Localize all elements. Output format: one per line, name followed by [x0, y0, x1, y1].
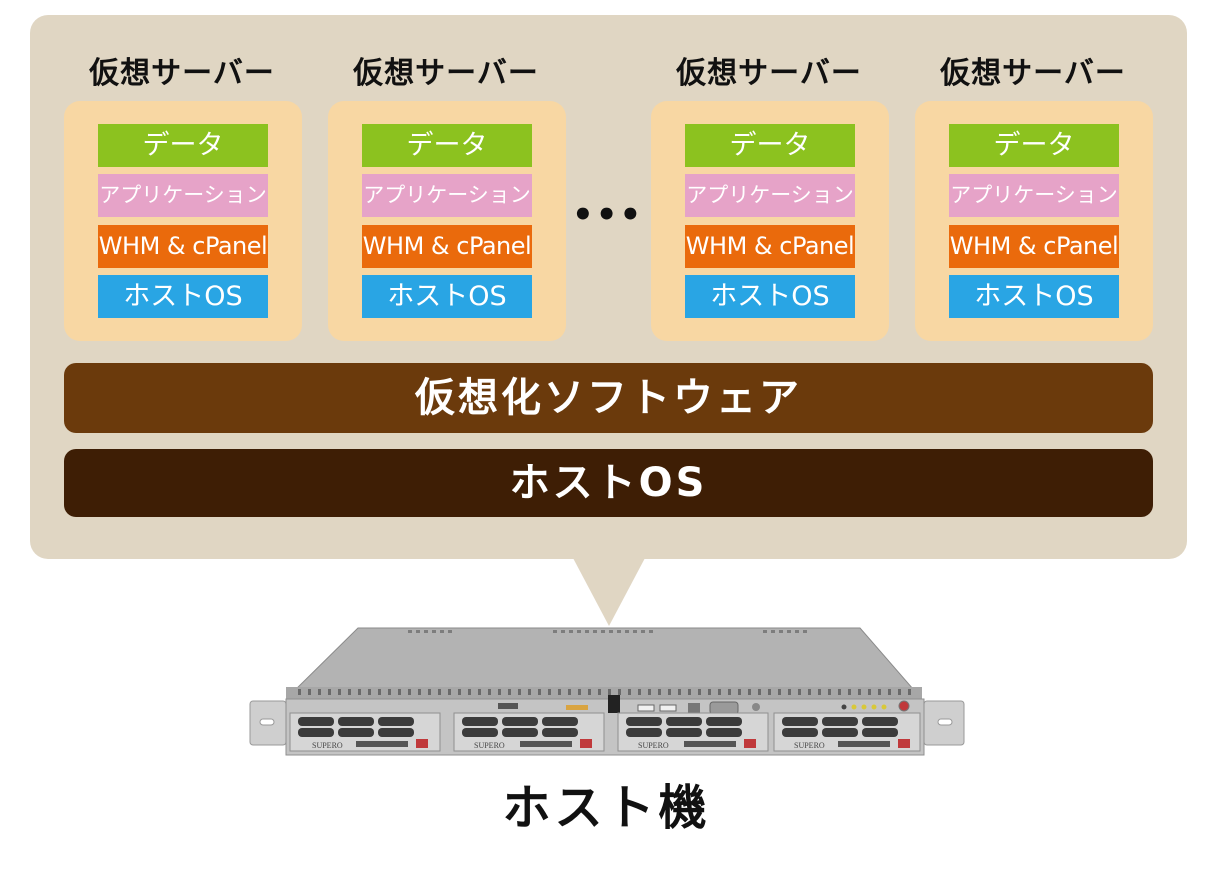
vm-1-os-layer: ホストOS: [98, 275, 268, 318]
vm-3-data-layer: データ: [685, 124, 855, 167]
vm-title-1: 仮想サーバー: [89, 56, 275, 91]
vm-2-data-layer: データ: [362, 124, 532, 167]
vm-1-data-layer: データ: [98, 124, 268, 167]
vm-title-2: 仮想サーバー: [353, 56, 539, 91]
host-os-layer: ホストOS: [64, 449, 1153, 517]
vm-1-application-layer: アプリケーション: [98, 174, 268, 217]
virtual-server-3: データ アプリケーション WHM & cPanel ホストOS: [651, 101, 889, 341]
brand-label-2: SUPERO: [474, 741, 505, 750]
host-machine-label: ホスト機: [502, 780, 711, 836]
vm-title-3: 仮想サーバー: [676, 56, 862, 91]
brand-label-3: SUPERO: [638, 741, 669, 750]
vm-title-4: 仮想サーバー: [940, 56, 1126, 91]
vm-3-os-layer: ホストOS: [685, 275, 855, 318]
vm-1-panel-layer: WHM & cPanel: [98, 225, 268, 268]
virtual-server-1: データ アプリケーション WHM & cPanel ホストOS: [64, 101, 302, 341]
vm-4-panel-layer: WHM & cPanel: [949, 225, 1119, 268]
brand-label-4: SUPERO: [794, 741, 825, 750]
virtual-server-4: データ アプリケーション WHM & cPanel ホストOS: [915, 101, 1153, 341]
virtual-server-2: データ アプリケーション WHM & cPanel ホストOS: [328, 101, 566, 341]
virtualization-software-layer: 仮想化ソフトウェア: [64, 363, 1153, 433]
vm-3-application-layer: アプリケーション: [685, 174, 855, 217]
vm-4-os-layer: ホストOS: [949, 275, 1119, 318]
rack-server-icon: SUPERO SUPERO SUPERO SUPERO: [249, 627, 965, 756]
vm-4-data-layer: データ: [949, 124, 1119, 167]
vm-2-application-layer: アプリケーション: [362, 174, 532, 217]
vm-3-panel-layer: WHM & cPanel: [685, 225, 855, 268]
vm-2-panel-layer: WHM & cPanel: [362, 225, 532, 268]
brand-label-1: SUPERO: [312, 741, 343, 750]
ellipsis: •••: [572, 195, 644, 235]
vm-2-os-layer: ホストOS: [362, 275, 532, 318]
vm-4-application-layer: アプリケーション: [949, 174, 1119, 217]
speech-bubble-tail: [573, 558, 645, 626]
